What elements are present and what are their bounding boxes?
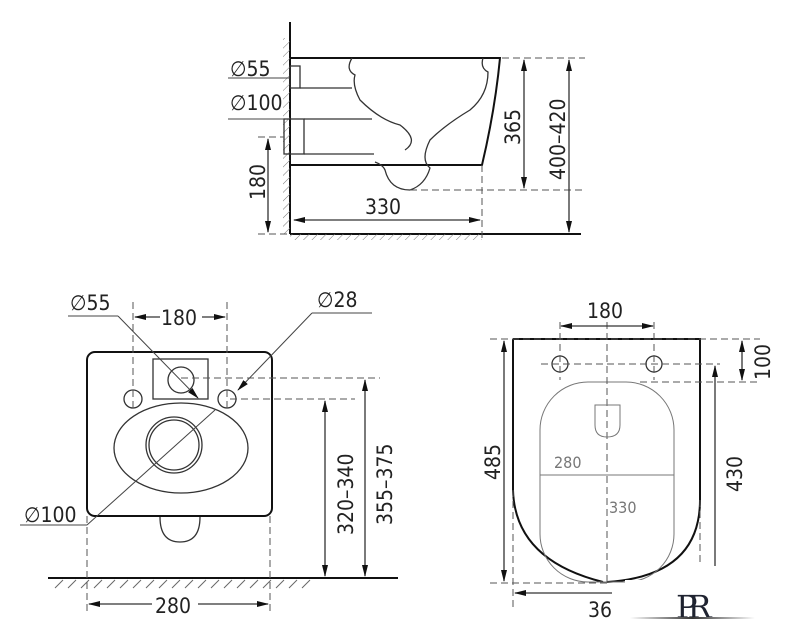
- label-bowl-height: 365: [501, 109, 525, 145]
- label-outlet-diameter: ∅100: [24, 503, 77, 527]
- label-bolt-offset: 100: [751, 344, 775, 380]
- label-total-length: 485: [481, 444, 505, 480]
- label-inner-length: 330: [609, 498, 636, 517]
- label-inlet-height: 355–375: [373, 443, 397, 525]
- side-view: ∅55 ∅100 180 330 365 400–420: [228, 22, 585, 240]
- front-view: 180 ∅55 ∅28 ∅100 320–340 355–375 280: [20, 288, 398, 618]
- label-projection: 330: [365, 195, 401, 219]
- label-bolt-diameter: ∅28: [317, 288, 358, 312]
- label-inner-width: 280: [554, 453, 581, 472]
- top-view: 280 330 180 100 485 430 36: [481, 299, 775, 622]
- label-inlet-diameter: ∅55: [70, 291, 111, 315]
- label-bolt-to-front: 430: [723, 456, 747, 492]
- label-width: 280: [155, 594, 191, 618]
- label-bolt-height: 320–340: [334, 453, 358, 535]
- brand-logo: PR: [625, 580, 785, 626]
- label-front-offset: 36: [588, 598, 612, 622]
- label-outlet-height: 180: [246, 164, 270, 200]
- label-pipe-100: ∅100: [230, 91, 283, 115]
- label-top-bolt-spacing: 180: [587, 299, 623, 323]
- label-seat-height: 400–420: [546, 98, 570, 180]
- label-pipe-55: ∅55: [230, 57, 271, 81]
- label-bolt-spacing: 180: [161, 306, 197, 330]
